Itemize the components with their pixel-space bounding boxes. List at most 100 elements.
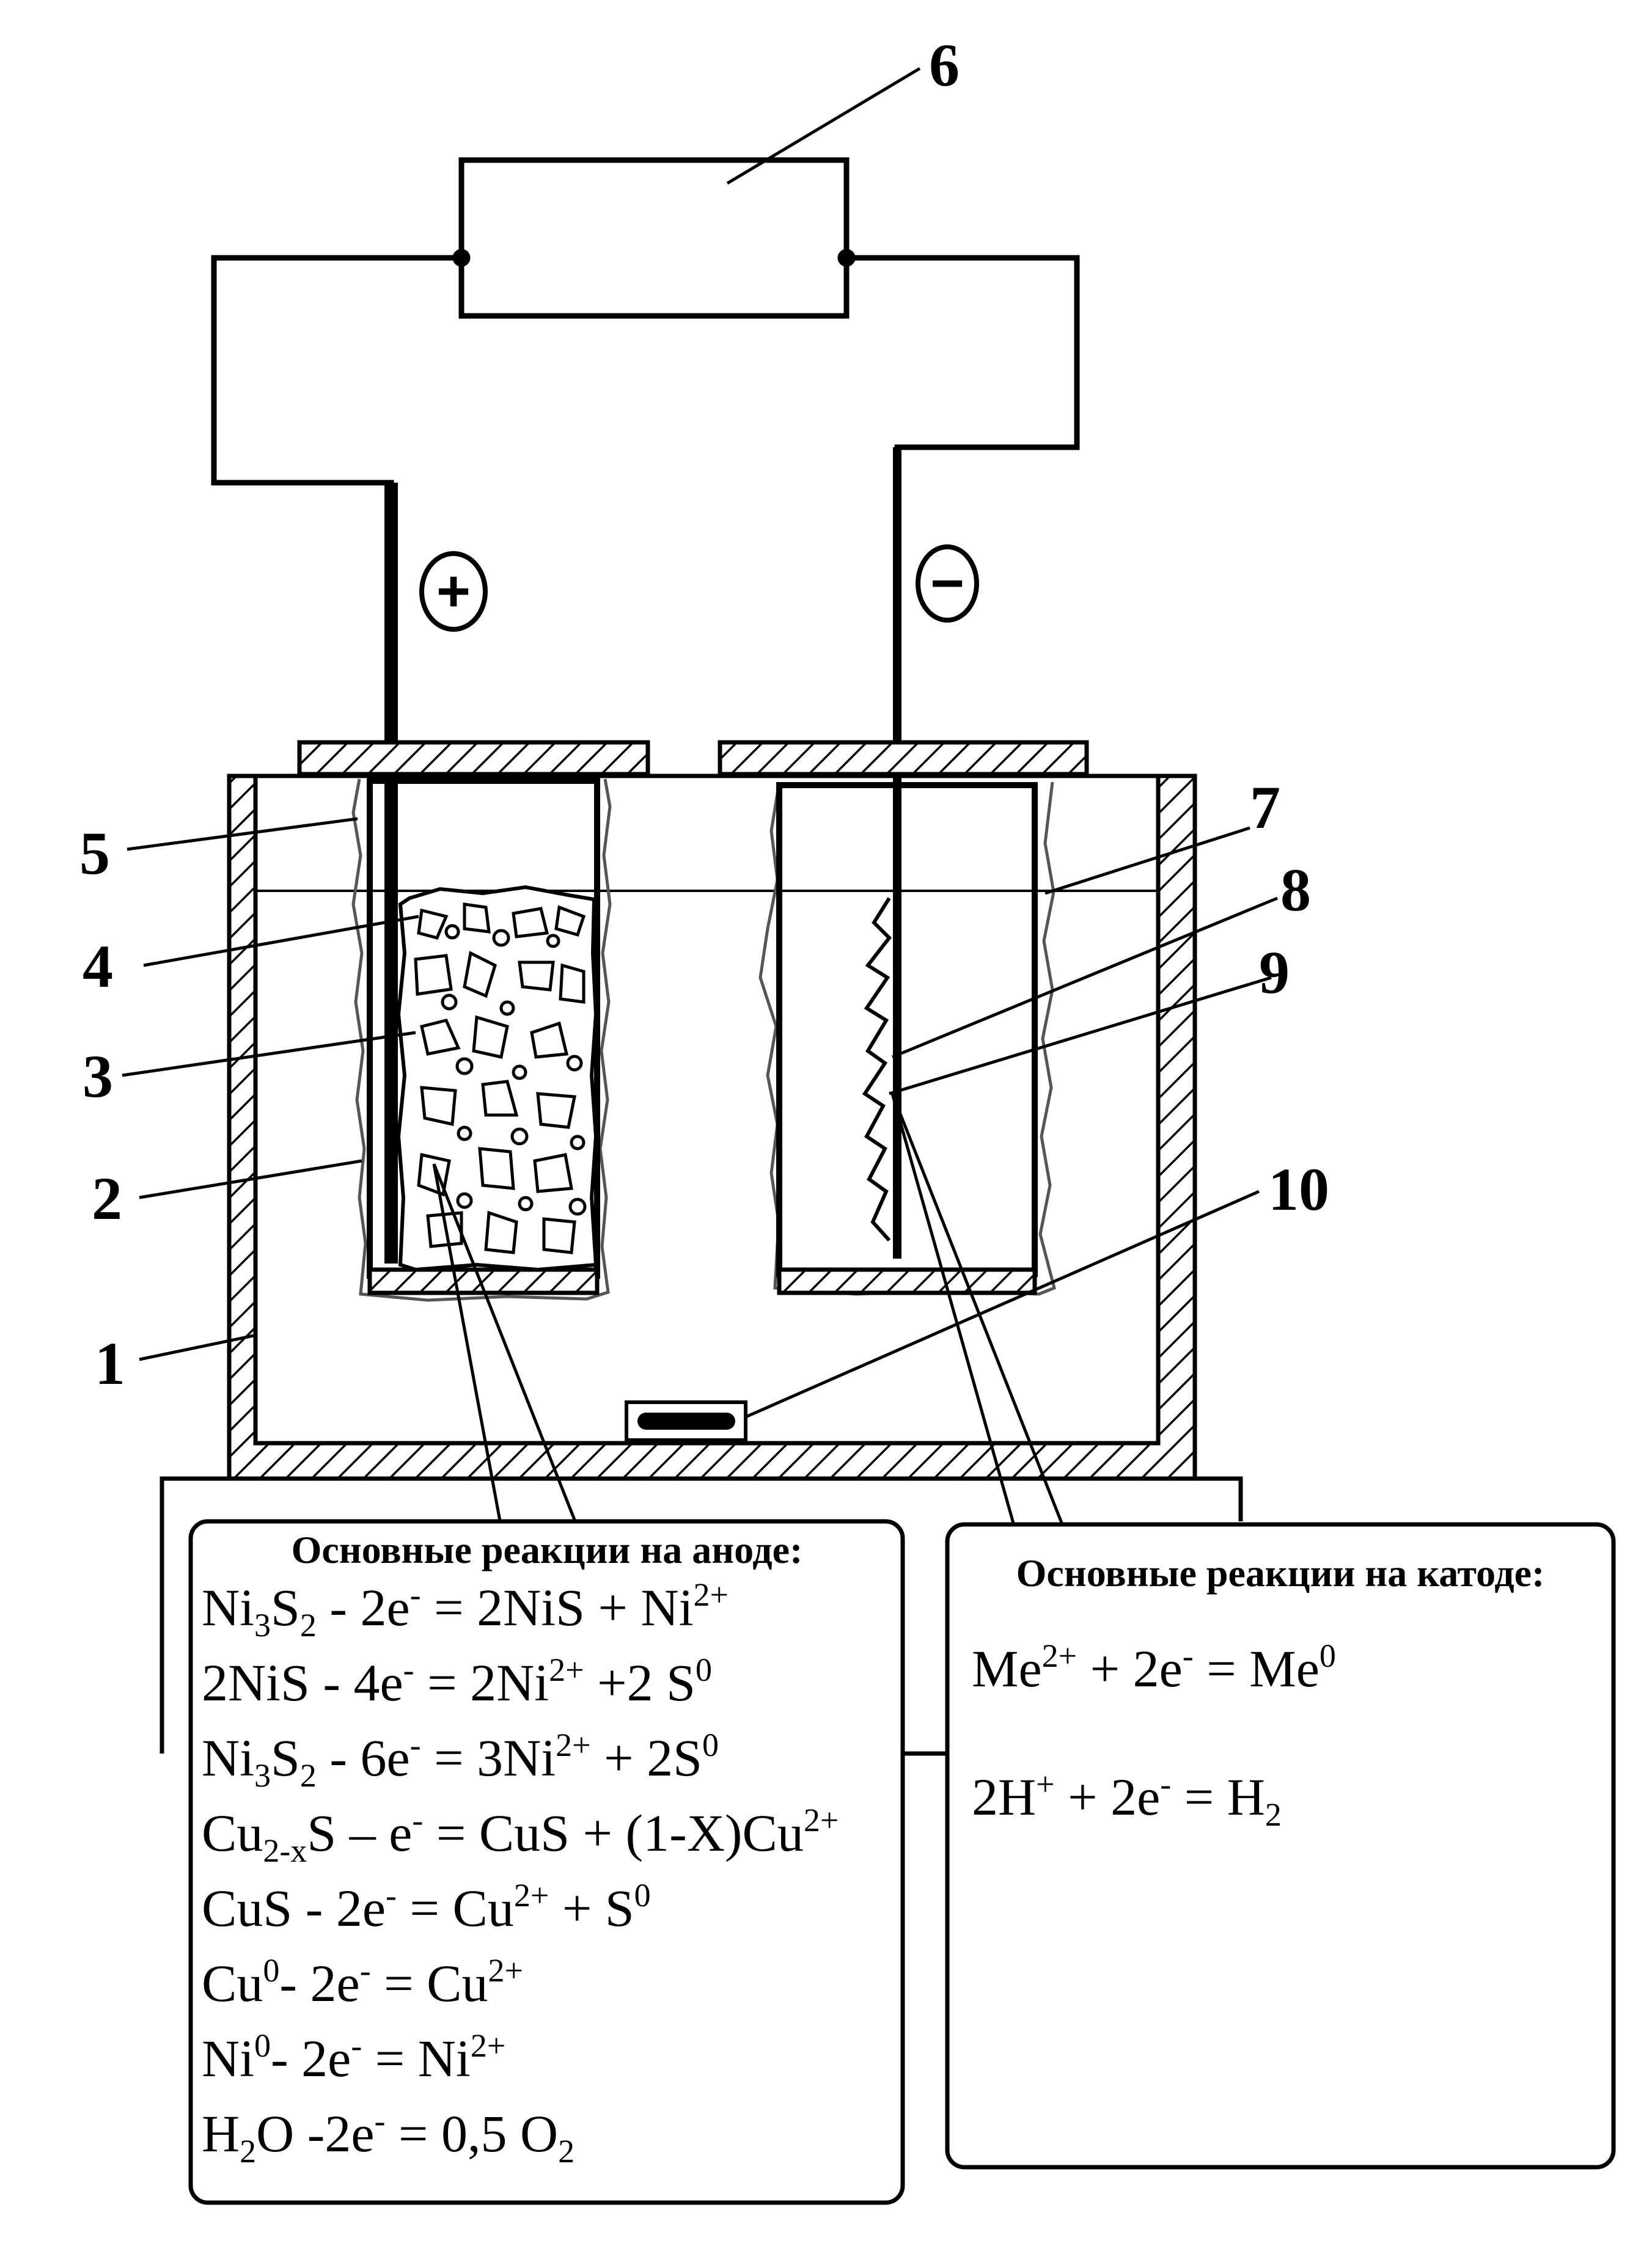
lid-right bbox=[718, 740, 1089, 777]
anode-equation-part: Cu bbox=[202, 1954, 263, 2013]
anode-equation-part: 0 bbox=[634, 1877, 651, 1914]
anode-equation: Ni3S2 - 2e- = 2NiS + Ni2+ bbox=[202, 1576, 729, 1644]
anode-equation-part: - bbox=[403, 1652, 414, 1688]
anode-equation-part: 2 bbox=[558, 2133, 575, 2170]
anode-equation-part: 2 bbox=[300, 1757, 317, 1794]
anode-equation-part: - 2e bbox=[317, 1578, 410, 1637]
anode-equation-part: 2+ bbox=[549, 1652, 584, 1688]
label-8: 8 bbox=[1280, 856, 1311, 924]
cathode-equation: 2H+ + 2e- = H2 bbox=[972, 1766, 1282, 1833]
anode-equation-part: = 3Ni bbox=[421, 1728, 556, 1787]
plus-terminal-icon: + bbox=[419, 551, 488, 632]
anode-equation-part: - bbox=[410, 1576, 421, 1613]
cathode-diaphragm bbox=[758, 781, 1056, 1296]
label-10: 10 bbox=[1268, 1155, 1329, 1223]
anode-equation-part: 2+ bbox=[471, 2027, 505, 2064]
anode-equation-part: 2NiS - 4e bbox=[202, 1653, 403, 1712]
anode-equation-part: 0 bbox=[254, 2027, 271, 2064]
power-circuit bbox=[211, 157, 1080, 1259]
anode-equation: Cu2-xS – e- = CuS + (1-X)Cu2+ bbox=[202, 1802, 839, 1869]
anode-diaphragm bbox=[351, 778, 612, 1302]
anode-equation-part: 0 bbox=[702, 1727, 719, 1763]
power-source-box bbox=[458, 157, 850, 319]
anode-equation-part: Cu bbox=[202, 1804, 263, 1862]
label-1: 1 bbox=[95, 1330, 125, 1397]
cathode-box-title: Основные реакции на катоде: bbox=[1016, 1551, 1545, 1595]
anode-equation-part: = Cu bbox=[371, 1954, 488, 2013]
anode-equation-part: - bbox=[386, 1877, 397, 1914]
label-6: 6 bbox=[929, 31, 960, 99]
anode-equation-part: H bbox=[202, 2104, 240, 2163]
label-5: 5 bbox=[79, 819, 110, 887]
anode-equation-part: Ni bbox=[202, 1578, 254, 1637]
anode-equation-part: = Cu bbox=[397, 1879, 514, 1937]
anode-equation: Cu0- 2e- = Cu2+ bbox=[202, 1952, 523, 2013]
cathode-equation-part: 0 bbox=[1320, 1637, 1336, 1674]
cathode-equation-part: = H bbox=[1171, 1768, 1265, 1826]
anode-equation-part: = Ni bbox=[362, 2029, 471, 2088]
label-7: 7 bbox=[1250, 774, 1280, 841]
anode-equation-part: - bbox=[412, 1802, 423, 1838]
cathode-equation-part: + 2e bbox=[1055, 1768, 1161, 1826]
anode-equation: Ni0- 2e- = Ni2+ bbox=[202, 2027, 505, 2088]
anode-basket bbox=[351, 778, 612, 1302]
anode-equation-part: CuS - 2e bbox=[202, 1879, 386, 1937]
anode-equation: H2O -2e- = 0,5 O2 bbox=[202, 2102, 575, 2170]
anode-equation-part: 0 bbox=[263, 1952, 279, 1989]
anode-equation-part: 2+ bbox=[693, 1576, 728, 1613]
label-3: 3 bbox=[83, 1042, 113, 1110]
anode-equation-part: Ni bbox=[202, 1728, 254, 1787]
anode-equation-part: = 0,5 O bbox=[386, 2104, 559, 2163]
cathode-equation: Me2+ + 2e- = Me0 bbox=[972, 1637, 1336, 1698]
anode-equation-part: = 2Ni bbox=[414, 1653, 549, 1712]
anode-equation-part: - bbox=[351, 2027, 362, 2064]
cathode-equation-part: 2H bbox=[972, 1768, 1036, 1826]
stand-outline bbox=[160, 1476, 1243, 1754]
anode-equations: Ni3S2 - 2e- = 2NiS + Ni2+2NiS - 4e- = 2N… bbox=[202, 1576, 839, 2170]
anode-equation: Ni3S2 - 6e- = 3Ni2+ + 2S0 bbox=[202, 1727, 719, 1794]
cathode-equation-part: - bbox=[1183, 1637, 1194, 1674]
anode-equation-part: - bbox=[360, 1952, 371, 1989]
anode-equation-part: - 2e bbox=[279, 1954, 359, 2013]
cathode-equation-part: 2 bbox=[1265, 1796, 1282, 1833]
lid-left bbox=[297, 740, 650, 777]
anode-equation-part: O -2e bbox=[256, 2104, 374, 2163]
anode-equation-part: 2+ bbox=[804, 1802, 839, 1838]
magnetic-stirrer bbox=[625, 1400, 747, 1442]
anode-equation-part: S bbox=[271, 1578, 300, 1637]
label-2: 2 bbox=[92, 1165, 122, 1232]
anode-equation-part: Ni bbox=[202, 2029, 254, 2088]
anode-equation-part: - 6e bbox=[317, 1728, 410, 1787]
anode-equation-part: = CuS + (1-X)Cu bbox=[423, 1804, 804, 1862]
anode-equation-part: 0 bbox=[696, 1652, 712, 1688]
anode-equation-part: 3 bbox=[254, 1757, 271, 1794]
cathode-equation-part: + bbox=[1036, 1766, 1054, 1802]
anode-equation-part: +2 S bbox=[584, 1653, 696, 1712]
anode-equation-part: - bbox=[410, 1727, 421, 1763]
leader-lines bbox=[122, 67, 1278, 1529]
anode-equation-part: = 2NiS + Ni bbox=[421, 1578, 694, 1637]
cathode-deposit bbox=[862, 897, 892, 1242]
minus-terminal-icon: − bbox=[916, 544, 979, 623]
cathode-equation-part: Me bbox=[972, 1639, 1042, 1698]
anode-equation: 2NiS - 4e- = 2Ni2+ +2 S0 bbox=[202, 1652, 712, 1712]
cathode-equation-part: - bbox=[1160, 1766, 1171, 1802]
anode-equation-part: 2 bbox=[300, 1607, 317, 1644]
cathode-equation-part: = Me bbox=[1194, 1639, 1320, 1698]
anode-equation: CuS - 2e- = Cu2+ + S0 bbox=[202, 1877, 651, 1937]
anode-equation-part: S bbox=[271, 1728, 300, 1787]
anode-box-title: Основные реакции на аноде: bbox=[292, 1528, 803, 1571]
anode-equation-part: 2 bbox=[240, 2133, 256, 2170]
anode-equation-part: 2-x bbox=[263, 1832, 307, 1869]
anode-equation-part: + S bbox=[549, 1879, 634, 1937]
label-9: 9 bbox=[1259, 938, 1290, 1006]
cell-vessel bbox=[227, 740, 1197, 1481]
anode-reactions-box: Основные реакции на аноде: Ni3S2 - 2e- =… bbox=[188, 1519, 905, 2205]
cathode-equation-part: 2+ bbox=[1042, 1637, 1077, 1674]
anode-equation-part: 2+ bbox=[514, 1877, 549, 1914]
anode-equation-part: + 2S bbox=[591, 1728, 702, 1787]
plus-sign: + bbox=[436, 558, 471, 624]
anode-equation-part: S – e bbox=[307, 1804, 412, 1862]
